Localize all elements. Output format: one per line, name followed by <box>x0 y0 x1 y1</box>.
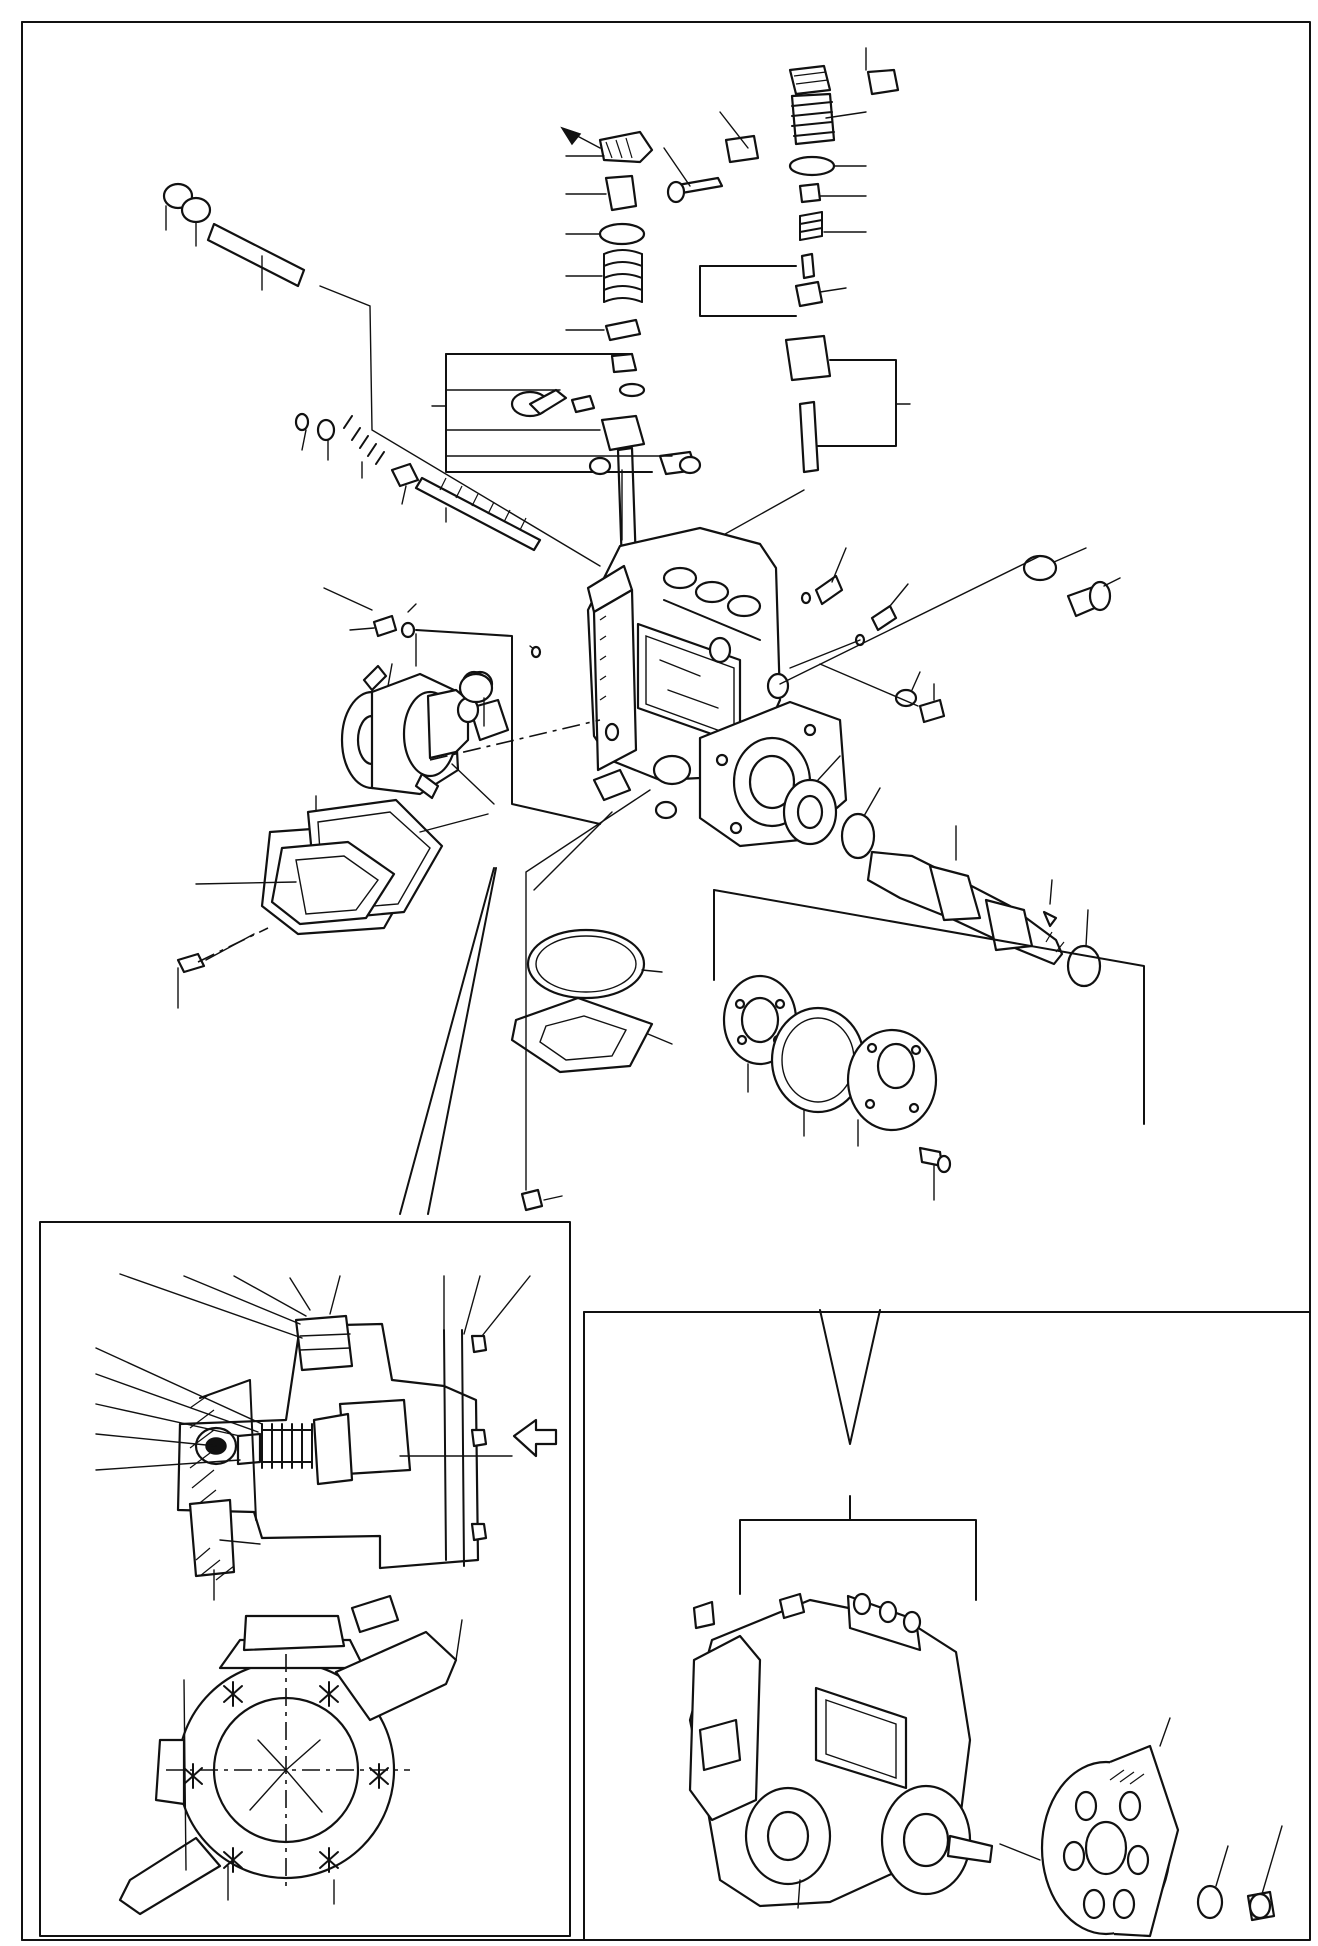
governor-inset <box>39 1221 571 1937</box>
housing-small-parts <box>510 388 1121 724</box>
feed-pump <box>323 587 601 825</box>
assembled-inset <box>583 1309 1311 1941</box>
control-rod-parts <box>162 182 601 567</box>
nozzle-stack <box>666 64 900 474</box>
inspection-cover <box>176 795 489 1009</box>
stack-leaders <box>560 126 607 331</box>
rack-rod <box>414 476 542 552</box>
pump-housing <box>586 526 848 848</box>
flange-bolts <box>183 1681 389 1873</box>
stack-bracket <box>431 353 673 541</box>
inset-pointers <box>399 867 497 1215</box>
outer-frame <box>21 21 1311 1941</box>
delivery-spring <box>603 249 643 303</box>
camshaft-group <box>713 755 1145 1201</box>
nozzle-leaders <box>663 47 911 549</box>
bottom-gaskets <box>510 789 673 1212</box>
